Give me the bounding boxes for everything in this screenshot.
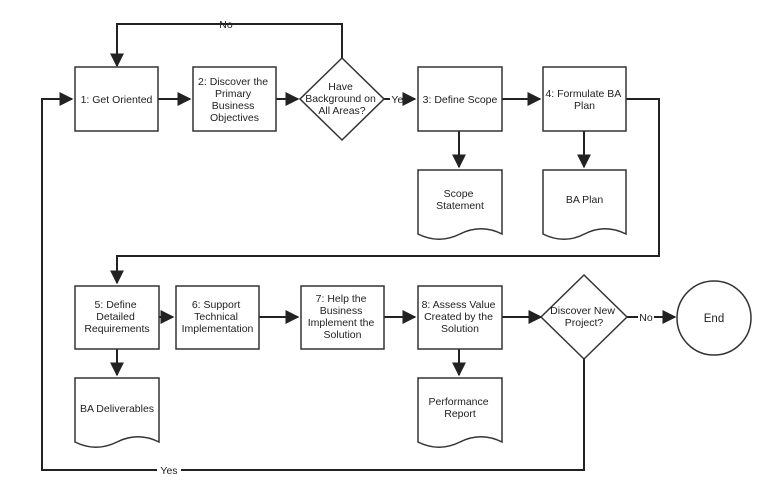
process-formulate-plan: 4: Formulate BA Plan: [542, 66, 627, 132]
process-get-oriented: 1: Get Oriented: [74, 66, 159, 132]
performance-report-label: Performance Report: [428, 396, 491, 420]
edge-4-5: [110, 98, 660, 285]
document-scope-statement: Scope Statement: [417, 169, 503, 240]
get-oriented-label: 1: Get Oriented: [81, 94, 153, 106]
have-background-label: Have Background on All Areas?: [305, 81, 379, 117]
edge-label-yes-bottom: Yes: [160, 465, 177, 477]
terminal-end: End: [676, 280, 752, 356]
process-define-scope: 3: Define Scope: [417, 66, 503, 132]
process-help-business: 7: Help the Business Implement the Solut…: [300, 285, 385, 350]
decision-have-background: Have Background on All Areas?: [298, 56, 386, 142]
ba-plan-label: BA Plan: [566, 194, 604, 206]
edge-yes-loop-b: [41, 92, 157, 471]
edge-no-loop: [110, 23, 343, 68]
formulate-plan-label: 4: Formulate BA Plan: [545, 88, 623, 112]
define-requirements-label: 5: Define Detailed Requirements: [84, 299, 149, 335]
edge-label-no-end: No: [639, 312, 653, 324]
end-label: End: [704, 313, 724, 325]
edge-label-yes-scope: Yes: [391, 94, 408, 106]
process-support-technical: 6: Support Technical Implementation: [175, 285, 260, 350]
connectors: [41, 23, 677, 471]
process-assess-value: 8: Assess Value Created by the Solution: [417, 285, 503, 350]
edge-yes-loop-a: [181, 359, 585, 471]
support-technical-label: 6: Support Technical Implementation: [182, 299, 254, 335]
process-discover-objectives: 2: Discover the Primary Business Objecti…: [192, 66, 277, 132]
discover-objectives-label: 2: Discover the Primary Business Objecti…: [198, 76, 271, 124]
assess-value-label: 8: Assess Value Created by the Solution: [422, 299, 499, 335]
decision-discover-new-project: Discover New Project?: [539, 273, 629, 361]
document-ba-plan: BA Plan: [542, 169, 627, 240]
edge-label-no-top: No: [219, 19, 233, 31]
document-performance-report: Performance Report: [417, 377, 503, 448]
ba-deliverables-label: BA Deliverables: [80, 403, 154, 415]
scope-statement-label: Scope Statement: [436, 188, 484, 212]
discover-new-project-label: Discover New Project?: [550, 305, 618, 329]
document-ba-deliverables: BA Deliverables: [74, 377, 160, 448]
define-scope-label: 3: Define Scope: [423, 94, 498, 106]
process-define-requirements: 5: Define Detailed Requirements: [74, 285, 160, 350]
help-business-label: 7: Help the Business Implement the Solut…: [308, 293, 377, 341]
